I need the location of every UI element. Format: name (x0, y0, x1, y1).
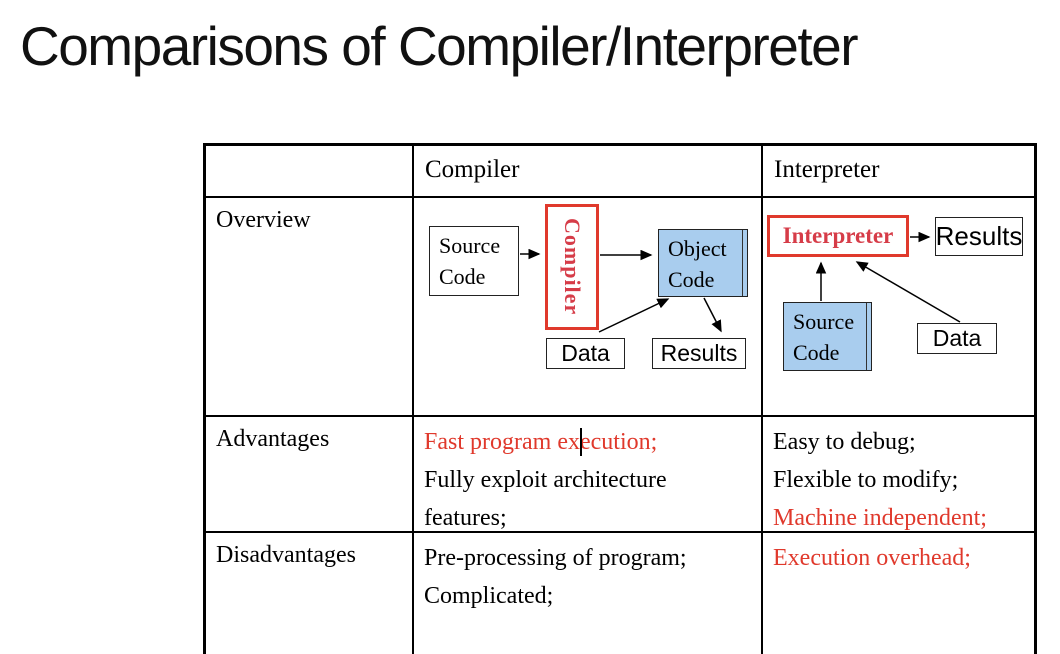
source-code-box: Source Code (429, 226, 519, 296)
comparison-table: Compiler Interpreter Overview Source Cod… (203, 143, 1037, 654)
compiler-box: Compiler (545, 204, 599, 330)
header-interpreter: Interpreter (763, 146, 1034, 198)
data-box: Data (546, 338, 625, 369)
source-code-box: Source Code (783, 302, 872, 371)
overview-compiler-cell: Source Code Compiler Object Code Data Re… (414, 198, 763, 417)
text-cursor (580, 428, 582, 456)
interpreter-box: Interpreter (767, 215, 909, 257)
advantage-item: Fully exploit architecture features; (424, 467, 667, 531)
header-compiler: Compiler (414, 146, 763, 198)
advantage-item: Fast program execution; (424, 429, 658, 455)
data-box: Data (917, 323, 997, 354)
disadvantage-item: Execution overhead; (773, 545, 971, 571)
row-label-disadvantages: Disadvantages (206, 533, 414, 654)
disadvantage-item: Pre-processing of program; (424, 545, 687, 571)
arrow-data-to-interpreter (855, 261, 961, 323)
results-box: Results (935, 217, 1023, 256)
arrow-data-to-objectcode (598, 298, 670, 333)
overview-interpreter-cell: Interpreter Results Source Code Data (763, 198, 1034, 417)
page-title: Comparisons of Compiler/Interpreter (20, 15, 859, 77)
advantage-item: Flexible to modify; (773, 467, 959, 493)
advantages-compiler-cell: Fast program execution; Fully exploit ar… (414, 417, 763, 533)
disadvantage-item: Complicated; (424, 583, 554, 609)
row-label-advantages: Advantages (206, 417, 414, 533)
disadvantages-interpreter-cell: Execution overhead; (763, 533, 1034, 654)
advantages-interpreter-cell: Easy to debug; Flexible to modify; Machi… (763, 417, 1034, 533)
row-label-overview: Overview (206, 198, 414, 417)
arrow-objectcode-to-results (703, 297, 722, 333)
advantage-item: Machine independent; (773, 505, 987, 531)
advantage-item: Easy to debug; (773, 429, 916, 455)
disadvantages-compiler-cell: Pre-processing of program; Complicated; (414, 533, 763, 654)
object-code-box: Object Code (658, 229, 748, 297)
results-box: Results (652, 338, 746, 369)
header-empty-cell (206, 146, 414, 198)
